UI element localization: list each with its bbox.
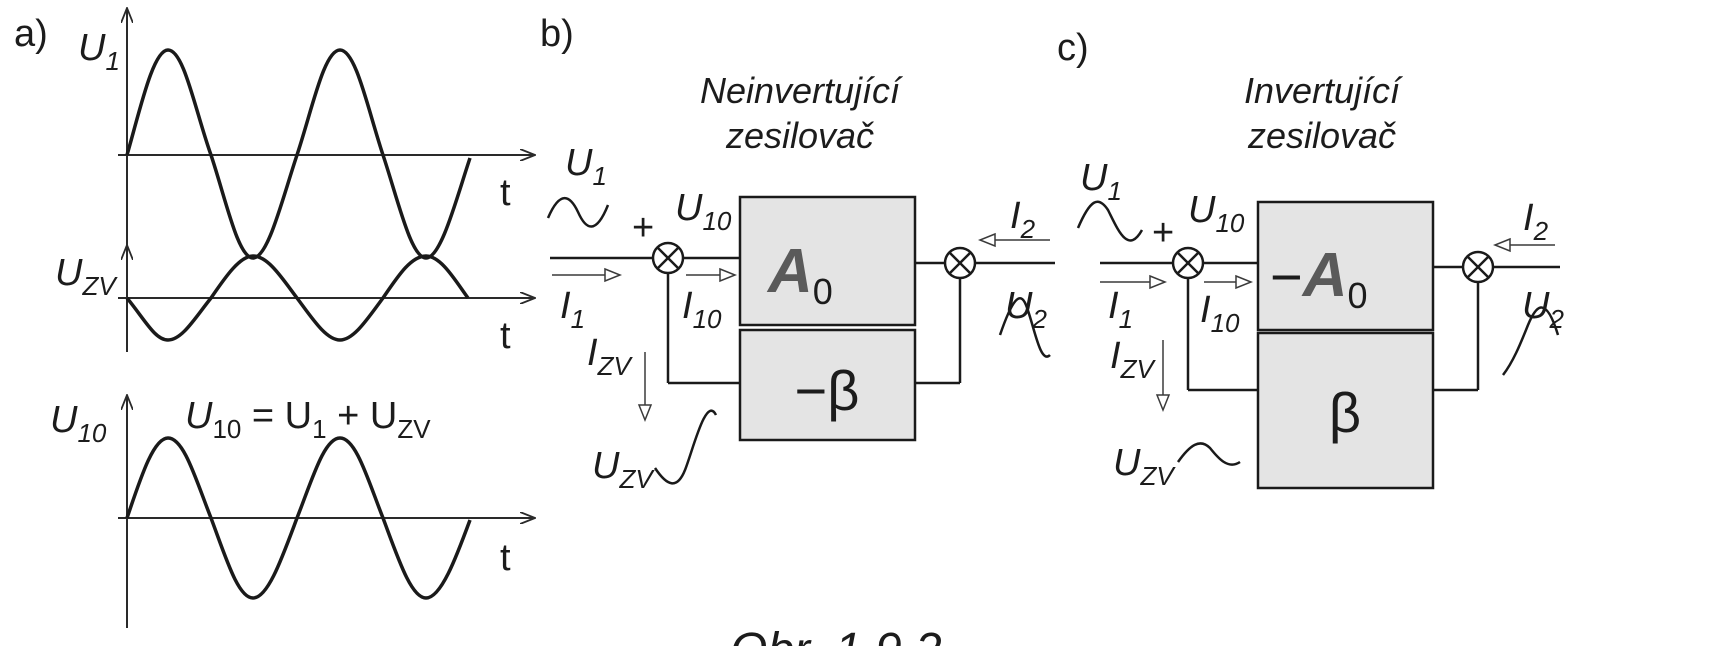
panel-c-feedback-symbol: β [1329, 381, 1361, 444]
panel-b-title-line1: Neinvertující [700, 70, 903, 111]
panel-b-u2-wave-icon [998, 297, 1051, 358]
panel-b-title-line2: zesilovač [725, 115, 874, 156]
panel-b-feedback-symbol: −β [795, 359, 860, 422]
graph-u1-x-label: t [500, 172, 511, 214]
panel-c-i1-label: I1 [1108, 285, 1133, 334]
graph-u10-y-label: U10 [50, 399, 107, 448]
graph-u10: U10 t [50, 395, 535, 628]
panel-c-plus-sign: + [1152, 212, 1174, 254]
graph-uzv-waveform [125, 254, 470, 342]
panel-b-forward-block [738, 195, 917, 327]
panel-c-i2-label: I2 [1523, 197, 1549, 246]
graph-u1: U1 t [78, 8, 535, 260]
equation-u10: U10 = U1 + UZV [185, 395, 431, 444]
panel-b-i10-label: I10 [682, 285, 722, 334]
panel-c-gain-symbol: −A0 [1270, 241, 1368, 316]
panel-c-forward-block [1256, 200, 1435, 332]
graph-uzv: UZV t [55, 245, 535, 357]
panel-b-u10-label: U10 [675, 187, 732, 236]
panel-b-gain-symbol: A0 [766, 237, 833, 312]
panel-b-u1-wave-icon [546, 196, 610, 228]
panel-c-u2-wave-icon [1502, 306, 1560, 376]
panel-c-izv-label: IZV [1110, 335, 1156, 384]
graph-uzv-y-label: UZV [55, 252, 118, 301]
panel-c-uzv-label: UZV [1113, 442, 1176, 491]
panel-b-u1-label: U1 [565, 142, 607, 191]
panel-c-title-line2: zesilovač [1247, 115, 1396, 156]
graph-u10-waveform [125, 436, 472, 600]
panel-b-u2-label: U2 [1005, 285, 1047, 334]
panel-c-u1-label: U1 [1080, 157, 1122, 206]
panel-b-i1-label: I1 [560, 285, 585, 334]
panel-a-label: a) [14, 13, 48, 55]
graph-u10-x-label: t [500, 537, 511, 579]
panel-c-uzv-wave-icon [1176, 442, 1241, 466]
panel-b-uzv-label: UZV [592, 445, 655, 494]
graph-u1-y-label: U1 [78, 27, 120, 76]
panel-c-feedback-block [1256, 331, 1435, 490]
panel-b-label: b) [540, 13, 574, 55]
graph-u1-waveform [125, 48, 472, 260]
panel-b-plus-sign: + [632, 207, 654, 249]
panel-b-i2-label: I2 [1010, 195, 1036, 244]
graph-uzv-x-label: t [500, 315, 511, 357]
panel-b-circuit: A0 −β + U1 U10 I1 I10 IZV UZV I2 U2 [546, 142, 1055, 494]
panel-b-uzv-wave-icon [653, 409, 718, 485]
panel-b-feedback-block [738, 328, 917, 442]
panel-c-circuit: −A0 β + U1 U10 I1 I10 IZV UZV I2 U2 [1076, 157, 1564, 491]
panel-c-u10-label: U10 [1188, 189, 1245, 238]
panel-c-u2-label: U2 [1522, 285, 1564, 334]
figure-caption: Obr. 1.9.2 [730, 624, 942, 646]
panel-c-u1-wave-icon [1076, 200, 1144, 242]
panel-c-title-line1: Invertující [1244, 70, 1403, 111]
panel-b-izv-label: IZV [587, 332, 633, 381]
panel-c-label: c) [1057, 27, 1089, 69]
panel-c-i10-label: I10 [1200, 289, 1240, 338]
